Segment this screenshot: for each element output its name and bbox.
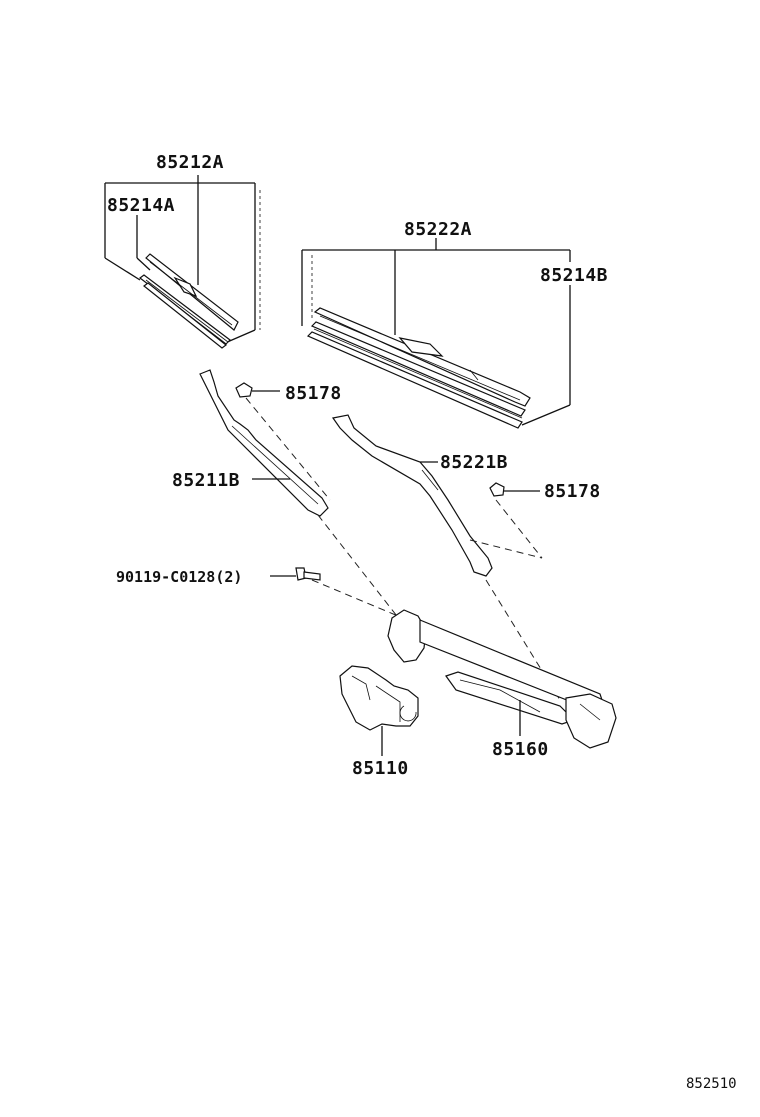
label-85214B: 85214B bbox=[540, 265, 609, 286]
label-85214A: 85214A bbox=[107, 195, 176, 216]
label-85160: 85160 bbox=[492, 739, 549, 760]
assembly-leaders bbox=[245, 397, 601, 705]
blade-rear-callout bbox=[301, 238, 571, 426]
label-85211B: 85211B bbox=[172, 470, 241, 491]
blade-front bbox=[139, 253, 239, 349]
motor-part bbox=[339, 665, 419, 756]
label-85178-upper: 85178 bbox=[285, 383, 342, 404]
blade-front-callout bbox=[104, 175, 261, 344]
link-assembly bbox=[387, 609, 617, 749]
cap-upper-part bbox=[235, 382, 280, 398]
label-85212A: 85212A bbox=[156, 152, 225, 173]
arm-left-part bbox=[199, 369, 329, 517]
blade-rear bbox=[306, 307, 531, 429]
label-85221B: 85221B bbox=[440, 452, 509, 473]
cap-lower-part bbox=[489, 482, 540, 497]
label-85222A: 85222A bbox=[404, 219, 473, 240]
bolt-part bbox=[270, 567, 321, 581]
label-85178-lower: 85178 bbox=[544, 481, 601, 502]
label-90119-C0128: 90119-C0128(2) bbox=[116, 568, 243, 586]
label-85110: 85110 bbox=[352, 758, 409, 779]
diagram-code: 852510 bbox=[686, 1076, 737, 1092]
arm-right-part bbox=[331, 414, 493, 577]
